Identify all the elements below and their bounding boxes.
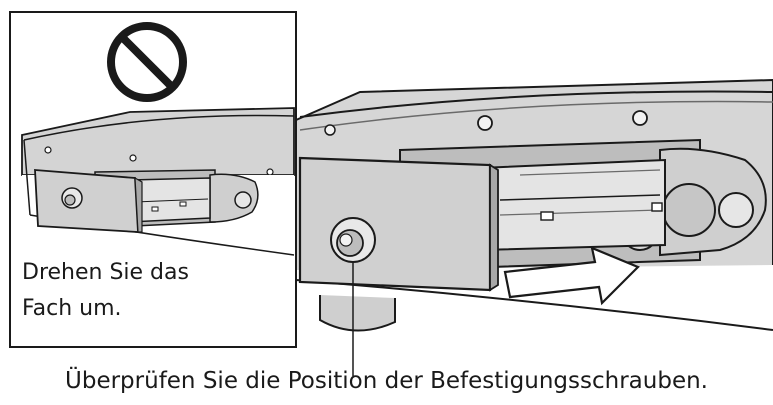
inset-view [9,11,297,348]
inset-caption-line-2: Fach um. [22,296,122,321]
inset-caption: Drehen Sie das Fach um. [22,255,272,327]
inset-caption-line-1: Drehen Sie das [22,260,189,285]
main-view [295,78,773,376]
prohibition-icon [107,22,187,102]
main-caption: Überprüfen Sie die Position der Befestig… [65,368,708,394]
